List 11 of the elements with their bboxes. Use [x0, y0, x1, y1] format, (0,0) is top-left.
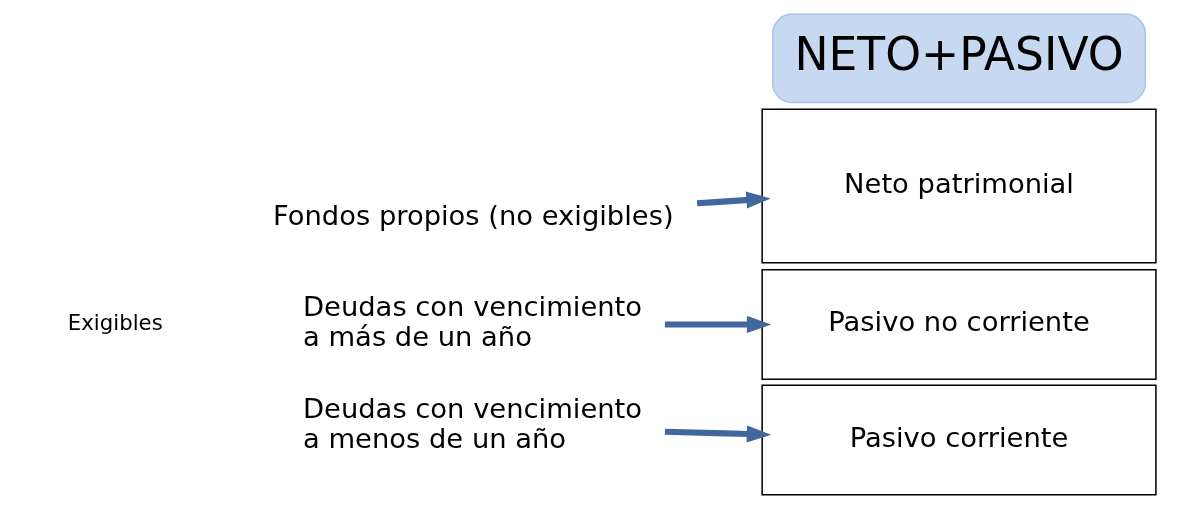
node-text: Deudas con vencimiento a más de un año	[303, 290, 643, 353]
arrow	[664, 425, 772, 443]
arrow	[696, 191, 771, 209]
node-box: Pasivo corriente	[761, 384, 1157, 496]
node-box: Pasivo no corriente	[761, 268, 1157, 380]
node-text: Fondos propios (no exigibles)	[272, 199, 674, 231]
node-text: Deudas con vencimiento a menos de un año	[303, 392, 643, 455]
label: Exigibles	[67, 310, 163, 336]
node-box: Neto patrimonial	[761, 108, 1157, 264]
arrow	[664, 315, 772, 333]
node-box: NETO+PASIVO	[772, 13, 1147, 104]
